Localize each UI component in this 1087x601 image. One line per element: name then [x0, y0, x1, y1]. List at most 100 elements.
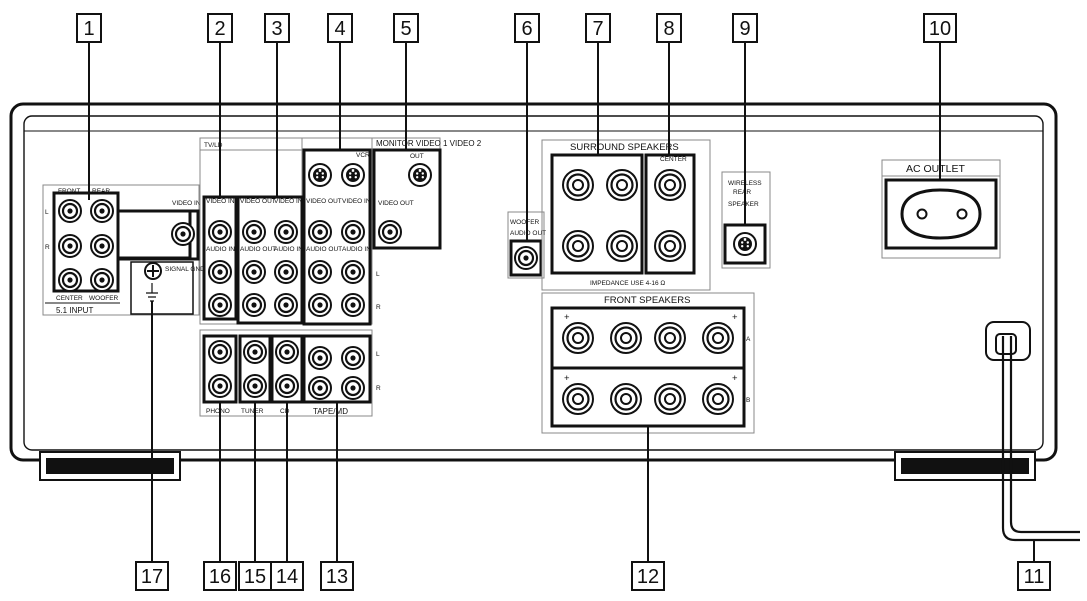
label-front-speakers: FRONT SPEAKERS [604, 295, 690, 306]
svg-text:15: 15 [244, 566, 266, 588]
label-audio-in-vcr: AUDIO IN [342, 246, 371, 253]
label-5-1-input: 5.1 INPUT [56, 306, 93, 315]
callout-15: 15 [238, 561, 272, 591]
surround-l-minus-terminal [561, 229, 595, 263]
cd-r-jack [274, 373, 300, 399]
svg-text:1: 1 [83, 18, 94, 40]
audio-out-r-jack-1 [241, 292, 267, 318]
front-b-l-plus-terminal [561, 382, 595, 416]
video-in-jack-51 [170, 221, 196, 247]
tape-out-r-jack [307, 375, 333, 401]
tuner-r-jack [242, 373, 268, 399]
leader-lines [88, 42, 1035, 562]
label-sp-b: B [746, 397, 750, 404]
svg-text:13: 13 [326, 566, 348, 588]
svg-text:9: 9 [739, 18, 750, 40]
label-woofer-audio-out: AUDIO OUT [510, 230, 546, 237]
tape-in-r-jack [340, 375, 366, 401]
front-a-l-plus-terminal [561, 321, 595, 355]
front-b-r-plus-terminal [701, 382, 735, 416]
callout-4: 4 [327, 13, 353, 43]
front-speakers-section: FRONT SPEAKERS A B + + + + [541, 292, 755, 434]
callout-17: 17 [135, 561, 169, 591]
svg-text:6: 6 [521, 18, 532, 40]
label-audio-out-vcr: AUDIO OUT [306, 246, 342, 253]
woofer-out-jack [513, 245, 539, 271]
callout-5: 5 [393, 13, 419, 43]
surround-r-minus-terminal [605, 229, 639, 263]
label-out: OUT [410, 153, 424, 160]
monitor-video-out-jack [377, 219, 403, 245]
callout-8: 8 [656, 13, 682, 43]
vcr-audio-out-r-jack [307, 292, 333, 318]
label-tape-md: TAPE/MD [313, 407, 348, 416]
label-cd: CD [280, 408, 290, 415]
svg-text:14: 14 [276, 566, 298, 588]
label-video-in-1: VIDEO IN [274, 198, 303, 205]
wireless-rear-jack [733, 232, 757, 256]
phono-l-jack [207, 339, 233, 365]
front-a-r-minus-terminal [653, 321, 687, 355]
svg-text:4: 4 [334, 18, 345, 40]
callout-14: 14 [270, 561, 304, 591]
rear-l-jack [89, 198, 115, 224]
callout-3: 3 [264, 13, 290, 43]
monitor-s-video-out-jack [408, 163, 432, 187]
vcr-video-in-jack [340, 219, 366, 245]
svg-text:8: 8 [663, 18, 674, 40]
audio-out-l-jack-1 [241, 259, 267, 285]
label-r: R [45, 244, 50, 251]
surround-l-plus-terminal [561, 168, 595, 202]
label-video-out-monitor: VIDEO OUT [378, 200, 414, 207]
label-monitor-video: MONITOR VIDEO 1 VIDEO 2 [376, 139, 482, 148]
center-minus-terminal [653, 229, 687, 263]
label-video-in-51: VIDEO IN [172, 200, 201, 207]
label-r-audio: R [376, 385, 381, 392]
label-rear: REAR [92, 188, 110, 195]
label-woofer: WOOFER [89, 295, 119, 302]
tuner-l-jack [242, 339, 268, 365]
audio-in-l-jack-1 [273, 259, 299, 285]
center-plus-terminal [653, 168, 687, 202]
front-r-jack [57, 233, 83, 259]
label-impedance: IMPEDANCE USE 4-16 Ω [590, 280, 665, 287]
label-surround-speakers: SURROUND SPEAKERS [570, 142, 679, 153]
vcr-s-video-out-jack [308, 163, 332, 187]
plus-sign: + [564, 373, 570, 384]
label-center: CENTER [56, 295, 83, 302]
label-vcr: VCR [356, 152, 370, 159]
label-rear-w: REAR [733, 189, 751, 196]
video-in-jack-1 [273, 219, 299, 245]
svg-text:12: 12 [637, 566, 659, 588]
surround-speakers-section: SURROUND SPEAKERS CENTER IMPEDANCE USE 4… [541, 139, 711, 291]
label-r-av: R [376, 304, 381, 311]
chassis-outer [9, 102, 1058, 462]
label-audio-in-tvld: AUDIO IN [206, 246, 235, 253]
label-l-audio: L [376, 351, 380, 358]
phono-r-jack [207, 373, 233, 399]
callout-7: 7 [585, 13, 611, 43]
front-a-l-minus-terminal [609, 321, 643, 355]
chassis-inner [23, 115, 1044, 451]
callout-11: 11 [1017, 561, 1051, 591]
svg-text:10: 10 [929, 18, 951, 40]
front-l-jack [57, 198, 83, 224]
rear-r-jack [89, 233, 115, 259]
callout-2: 2 [207, 13, 233, 43]
foot-left [39, 451, 181, 481]
svg-text:2: 2 [214, 18, 225, 40]
tape-out-l-jack [307, 345, 333, 371]
vcr-audio-in-l-jack [340, 259, 366, 285]
tape-in-l-jack [340, 345, 366, 371]
callout-10: 10 [923, 13, 957, 43]
svg-text:3: 3 [271, 18, 282, 40]
label-sp-a: A [746, 336, 751, 343]
label-signal-gnd: SIGNAL GND [165, 266, 205, 273]
label-video-in-tvld: VIDEO IN [206, 198, 235, 205]
label-front: FRONT [58, 188, 80, 195]
label-speaker-w: SPEAKER [728, 201, 759, 208]
signal-gnd-section: SIGNAL GND [130, 261, 205, 315]
label-tuner: TUNER [241, 408, 264, 415]
